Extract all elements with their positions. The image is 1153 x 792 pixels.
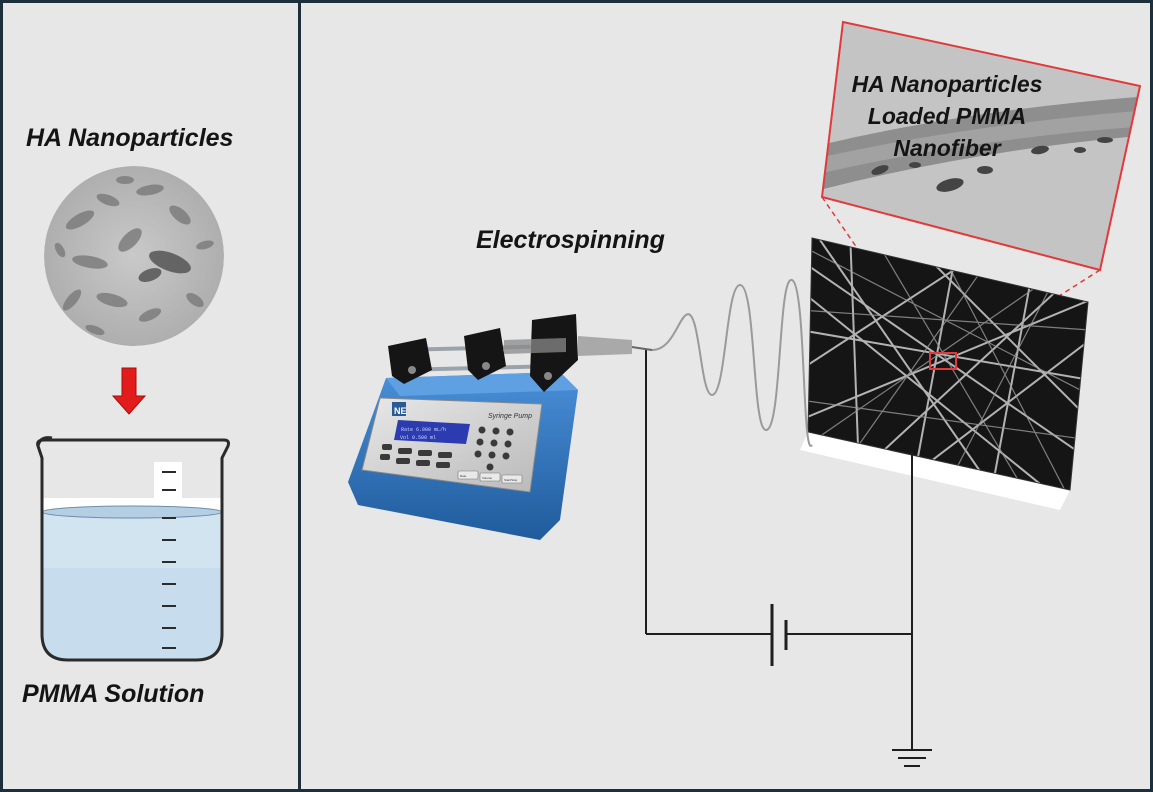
circuit (645, 350, 932, 767)
right-panel-frame (298, 0, 1153, 792)
syringe-needle (631, 346, 653, 351)
process-label: Electrospinning (476, 226, 665, 254)
pump-brand: NE (394, 406, 407, 416)
solution-label: PMMA Solution (22, 680, 205, 708)
pump-title: Syringe Pump (488, 413, 532, 420)
nanoparticle-tem-image (44, 166, 224, 346)
pump-button-volume: Volume (482, 476, 492, 480)
pump-lcd-line2: Vol 0.500 ml (400, 435, 436, 441)
pump-keypad (380, 426, 514, 471)
down-arrow-icon (111, 367, 147, 415)
pump-brand-logo (392, 402, 406, 416)
pump-clamps (388, 314, 578, 392)
syringe-barrel (578, 336, 632, 356)
pump-function-buttons: Rate Volume Start/Stop (457, 470, 523, 484)
pump-lcd-line1: Rate 6.000 mL/h (401, 427, 446, 433)
syringe-pump: NE Syringe Pump Rate 6.000 mL/h Vol 0.50… (348, 314, 653, 540)
inset-label: HA Nanoparticles Loaded PMMA Nanofiber (851, 71, 1043, 161)
pump-button-rate: Rate (460, 474, 467, 478)
pump-button-startstop: Start/Stop (504, 478, 518, 482)
nanoparticles-label: HA Nanoparticles (26, 124, 234, 152)
beaker-icon (36, 436, 230, 662)
pump-lcd (394, 420, 470, 444)
electrospinning-jet (651, 278, 813, 447)
